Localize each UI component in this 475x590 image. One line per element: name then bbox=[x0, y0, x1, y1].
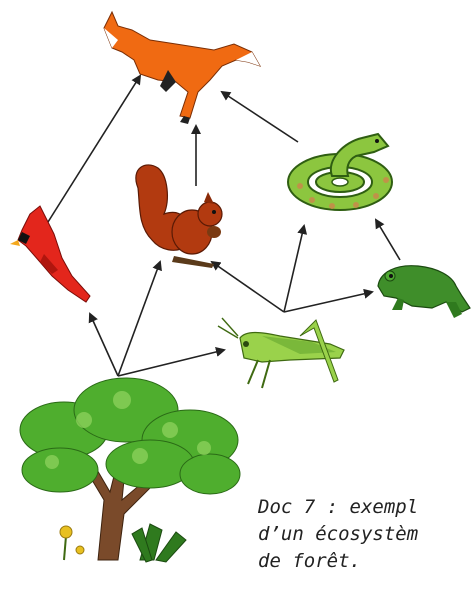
arrow-grasshopper-to-snake bbox=[283, 224, 308, 313]
caption-line-1: Doc 7 : exempl bbox=[258, 496, 419, 518]
caption-line-2: d’un écosystèm bbox=[258, 523, 419, 545]
cardinal-bird-icon bbox=[10, 205, 91, 303]
arrow-snake-to-fox bbox=[220, 90, 299, 143]
arrow-grasshopper-to-frog bbox=[283, 288, 374, 313]
arrow-tree-to-squirrel bbox=[117, 260, 162, 377]
figure-caption: Doc 7 : exempl d’un écosystèm de forêt. bbox=[258, 494, 475, 575]
squirrel-icon bbox=[135, 164, 223, 268]
tree-icon bbox=[19, 377, 241, 563]
arrow-frog-to-snake bbox=[374, 218, 401, 261]
arrow-cardinal-to-fox bbox=[47, 74, 142, 223]
frog-icon bbox=[377, 265, 471, 318]
food-web-arrows bbox=[47, 74, 401, 377]
arrow-tree-to-cardinal bbox=[88, 312, 119, 377]
grasshopper-icon bbox=[217, 317, 345, 389]
arrow-tree-to-grasshopper bbox=[117, 347, 226, 377]
fox-icon bbox=[103, 10, 262, 124]
arrow-grasshopper-to-squirrel bbox=[210, 260, 285, 313]
snake-icon bbox=[287, 132, 393, 211]
caption-line-3: de forêt. bbox=[258, 550, 361, 572]
